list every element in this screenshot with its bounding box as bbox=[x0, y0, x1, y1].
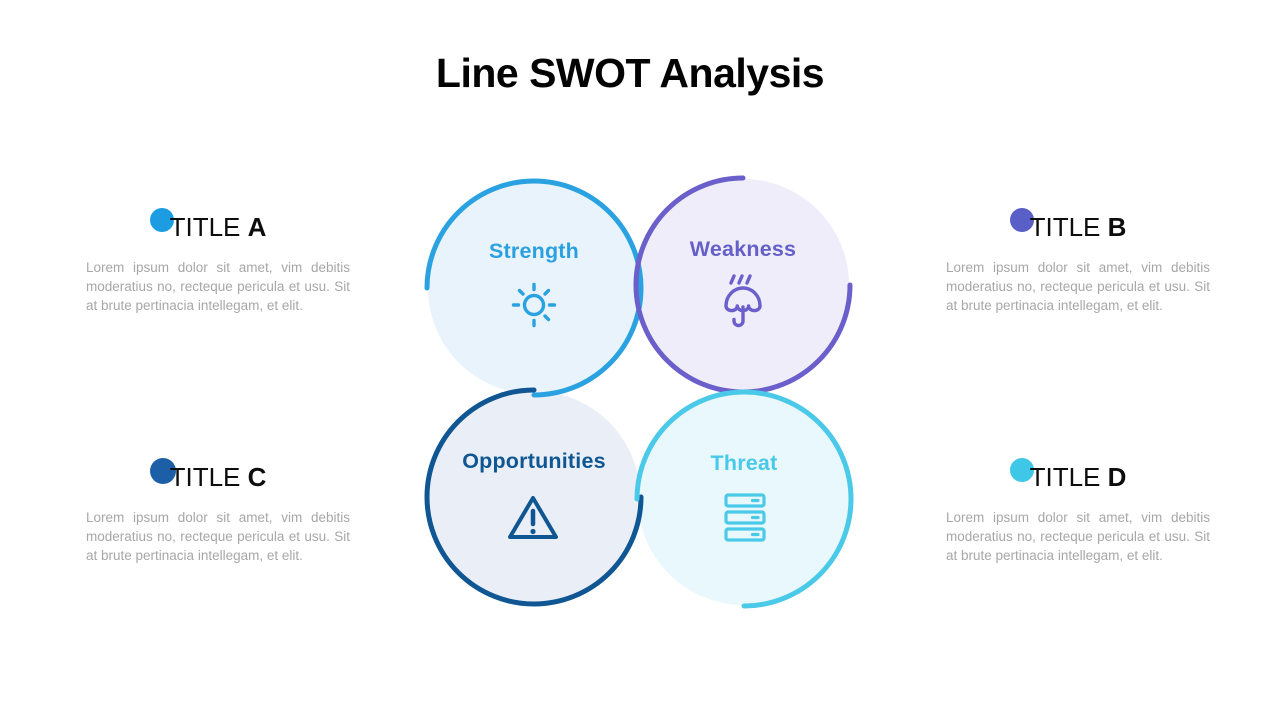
info-title: TITLE C bbox=[82, 462, 354, 492]
strength-label: Strength bbox=[489, 239, 579, 263]
info-body-text: Lorem ipsum dolor sit amet, vim debitis … bbox=[946, 510, 1210, 563]
info-block-b[interactable]: TITLE B Lorem ipsum dolor sit amet, vim … bbox=[942, 208, 1214, 315]
strength-arc bbox=[424, 178, 644, 398]
info-title: TITLE B bbox=[942, 212, 1214, 242]
weakness-circle[interactable] bbox=[637, 179, 849, 391]
bullet-dot-icon bbox=[1010, 458, 1034, 482]
warning-triangle-icon bbox=[508, 496, 558, 539]
weakness-arc bbox=[633, 175, 853, 395]
info-block-c[interactable]: TITLE C Lorem ipsum dolor sit amet, vim … bbox=[82, 458, 354, 565]
info-title-letter: A bbox=[247, 212, 267, 242]
rain-umbrella-icon bbox=[724, 274, 762, 328]
bullet-dot-icon bbox=[1010, 208, 1034, 232]
info-title: TITLE D bbox=[942, 462, 1214, 492]
server-stack-icon bbox=[724, 493, 766, 542]
page-title: Line SWOT Analysis bbox=[435, 50, 825, 96]
info-block-a[interactable]: TITLE A Lorem ipsum dolor sit amet, vim … bbox=[82, 208, 354, 315]
info-block-d[interactable]: TITLE D Lorem ipsum dolor sit amet, vim … bbox=[942, 458, 1214, 565]
weakness-label: Weakness bbox=[689, 237, 797, 261]
info-title-letter: C bbox=[247, 462, 267, 492]
threat-label: Threat bbox=[710, 451, 778, 475]
info-title-letter: B bbox=[1107, 212, 1127, 242]
opportunities-arc bbox=[424, 387, 644, 607]
info-title: TITLE A bbox=[82, 212, 354, 242]
threat-arc bbox=[634, 389, 854, 609]
bullet-dot-icon bbox=[150, 208, 174, 232]
bullet-dot-icon bbox=[150, 458, 176, 484]
info-body-text: Lorem ipsum dolor sit amet, vim debitis … bbox=[86, 510, 350, 563]
info-body-text: Lorem ipsum dolor sit amet, vim debitis … bbox=[86, 260, 350, 313]
info-title-prefix: TITLE bbox=[1029, 212, 1101, 242]
info-body-text: Lorem ipsum dolor sit amet, vim debitis … bbox=[946, 260, 1210, 313]
info-title-prefix: TITLE bbox=[1029, 462, 1101, 492]
info-title-prefix: TITLE bbox=[169, 212, 241, 242]
threat-circle[interactable] bbox=[638, 393, 850, 605]
opportunities-label: Opportunities bbox=[462, 449, 606, 473]
sun-icon bbox=[511, 282, 557, 328]
info-title-letter: D bbox=[1107, 462, 1127, 492]
info-title-prefix: TITLE bbox=[169, 462, 241, 492]
